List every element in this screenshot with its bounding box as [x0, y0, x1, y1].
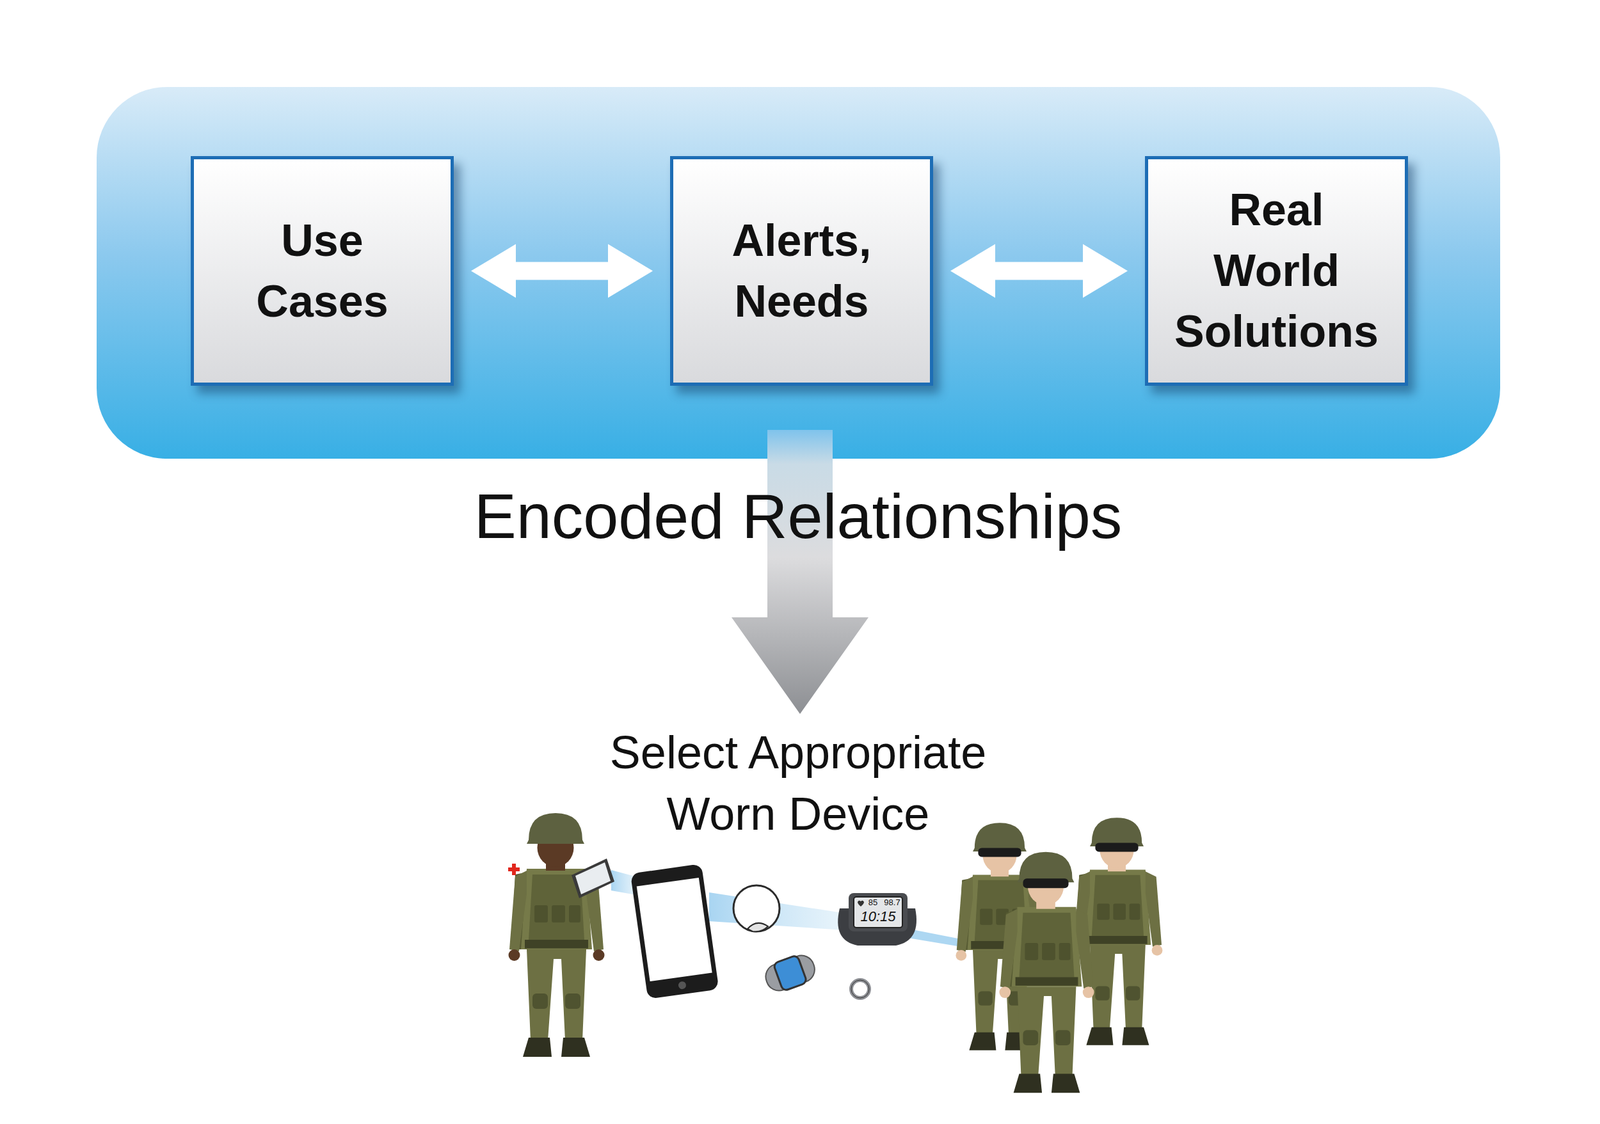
double-arrow — [950, 244, 1128, 299]
sensor-ring-part — [851, 980, 870, 999]
process-box: Alerts, Needs — [670, 156, 934, 386]
tactical-watch — [837, 893, 917, 946]
smartphone-part — [636, 878, 713, 982]
process-box: Use Cases — [190, 156, 454, 386]
arrow-head — [608, 244, 653, 299]
data-beams-part — [709, 892, 856, 932]
arrow-head — [1082, 244, 1128, 299]
double-arrow — [471, 244, 653, 299]
blue-panel — [96, 87, 1501, 459]
tactical-watch-part — [848, 893, 908, 932]
smartphone — [630, 864, 719, 1000]
arrow-head — [950, 244, 996, 299]
down-arrow — [731, 430, 869, 715]
box-label: Real World Solutions — [1174, 179, 1379, 363]
skin-patch-sensor-part — [747, 923, 768, 932]
medic-part — [512, 864, 516, 876]
smartwatch-part — [773, 955, 808, 992]
front-soldier — [999, 852, 1094, 1094]
arrow-head — [471, 244, 516, 299]
arrow-shaft — [992, 262, 1086, 281]
watch-reading: 85 — [868, 898, 878, 908]
tactical-watch-part — [853, 897, 903, 928]
tablet — [571, 858, 615, 899]
arrow-shaft — [513, 262, 611, 281]
smartphone-part — [630, 864, 719, 1000]
tablet-part — [575, 862, 611, 895]
skin-patch-sensor — [733, 885, 780, 932]
medic — [508, 813, 605, 1058]
watch-reading: 98.7 — [883, 898, 900, 908]
watch-time: 10:15 — [860, 908, 896, 926]
skin-patch-sensor-part — [733, 885, 780, 932]
caption-label: Select Appropriate Worn Device — [554, 721, 1042, 845]
box-label: Alerts, Needs — [732, 210, 872, 333]
heart-icon — [857, 901, 864, 907]
section-label: Encoded Relationships — [474, 478, 1123, 555]
process-box: Real World Solutions — [1144, 156, 1408, 386]
tablet-part — [571, 858, 615, 899]
smartwatch — [761, 951, 819, 996]
smartphone-part — [677, 981, 687, 991]
sensor-ring — [851, 980, 870, 999]
smartwatch-part — [762, 952, 819, 995]
medic-part — [508, 813, 605, 1058]
box-label: Use Cases — [256, 210, 388, 333]
sensor-ring-part — [851, 980, 870, 999]
front-soldier-part — [999, 852, 1094, 1094]
